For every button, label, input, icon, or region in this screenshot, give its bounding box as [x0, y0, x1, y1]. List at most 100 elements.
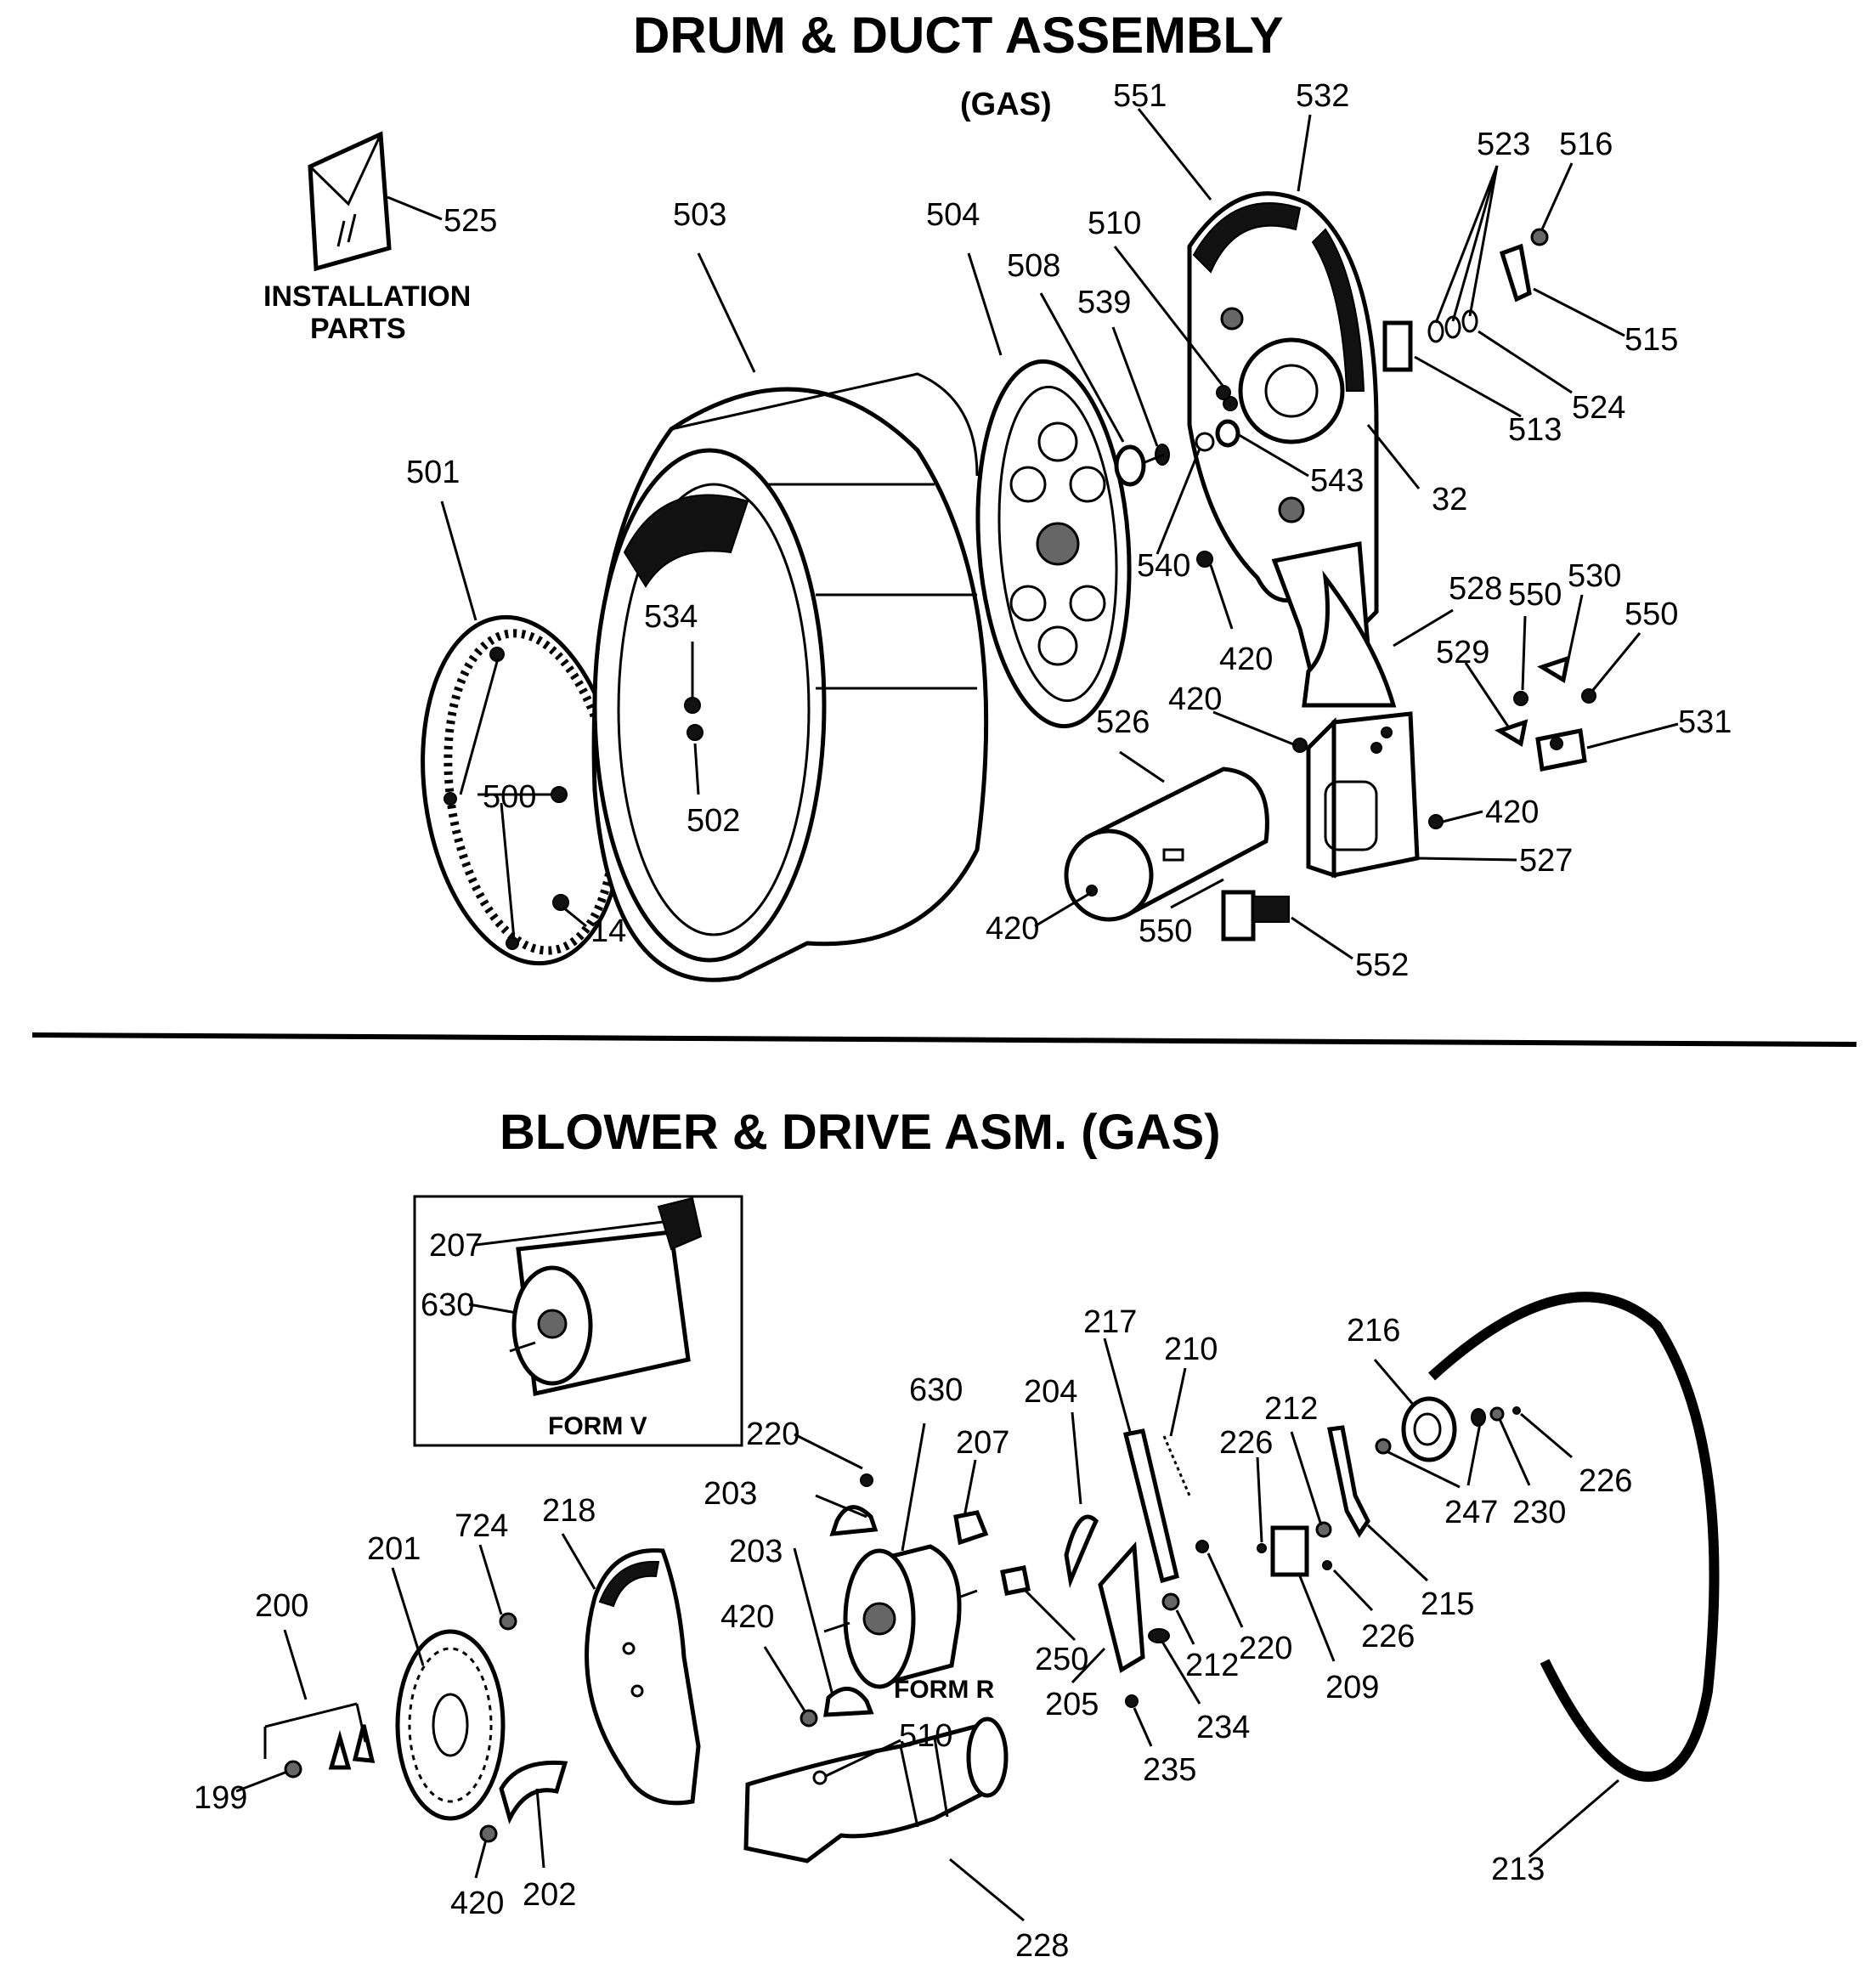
- section-divider: [31, 1032, 1857, 1047]
- screw-420-housing: [1428, 814, 1444, 829]
- label-529: 529: [1436, 635, 1489, 670]
- burner-housing: [1306, 711, 1420, 879]
- screw-235: [1125, 1694, 1139, 1708]
- label-212-b: 212: [1185, 1648, 1239, 1683]
- motor-strap-203a: [829, 1505, 879, 1536]
- installation-parts-envelope: [308, 131, 392, 272]
- label-500: 500: [483, 779, 536, 815]
- bolt-247: [1375, 1438, 1392, 1455]
- bracket-200-right: [355, 1703, 367, 1743]
- drum-assembly-title: DRUM & DUCT ASSEMBLY: [633, 7, 1284, 64]
- label-420-f: 420: [450, 1886, 504, 1921]
- rear-panel: [1187, 191, 1379, 699]
- drum-shaft-hardware: [1195, 385, 1240, 568]
- drum-assembly-subtitle: (GAS): [960, 87, 1052, 122]
- idler-bracket-parts: [1382, 228, 1549, 372]
- label-202: 202: [523, 1877, 576, 1913]
- washer-212b: [1315, 1521, 1332, 1538]
- label-420-c: 420: [1485, 795, 1539, 830]
- label-630-a: 630: [421, 1287, 474, 1323]
- screw-220b: [1195, 1540, 1209, 1553]
- label-203-b: 203: [729, 1534, 783, 1569]
- drum-bearing: [1114, 444, 1170, 487]
- label-508: 508: [1007, 248, 1060, 284]
- label-14: 14: [590, 913, 626, 949]
- nut-247: [1471, 1408, 1486, 1427]
- label-502: 502: [687, 803, 740, 839]
- bracket-200-top: [264, 1702, 358, 1728]
- label-524: 524: [1572, 390, 1625, 426]
- label-550-c: 550: [1139, 913, 1192, 949]
- drive-belt-213: [1427, 1292, 1720, 1782]
- label-210: 210: [1164, 1332, 1218, 1367]
- label-534: 534: [644, 599, 698, 635]
- drum-rear-bulkhead: [975, 359, 1132, 729]
- blower-wheel: [395, 1629, 506, 1821]
- label-247: 247: [1444, 1495, 1498, 1530]
- label-516: 516: [1559, 127, 1613, 162]
- clip-226b: [1322, 1560, 1332, 1570]
- label-528: 528: [1449, 571, 1502, 607]
- blower-housing: [585, 1548, 701, 1806]
- form-v-motor: [509, 1196, 703, 1397]
- thermostat-parts: [1495, 655, 1596, 772]
- form-v-inset: [413, 1195, 743, 1447]
- label-216: 216: [1347, 1313, 1400, 1349]
- label-230: 230: [1512, 1495, 1566, 1530]
- label-523: 523: [1477, 127, 1530, 162]
- leader-lines: [235, 108, 1679, 1922]
- label-515: 515: [1625, 322, 1678, 358]
- label-212-a: 212: [1264, 1391, 1318, 1427]
- form-v-caption: FORM V: [548, 1412, 647, 1440]
- label-420-e: 420: [720, 1599, 774, 1635]
- label-510-blower: 510: [899, 1718, 952, 1754]
- label-205: 205: [1045, 1687, 1099, 1722]
- blower-drive-title: BLOWER & DRIVE ASM. (GAS): [500, 1105, 1221, 1160]
- burner-cylinder: [1064, 766, 1269, 922]
- label-203-a: 203: [704, 1476, 757, 1512]
- motor-switch-207: [953, 1510, 989, 1546]
- blower-clip-200a: [328, 1729, 352, 1770]
- drive-motor: [823, 1544, 978, 1689]
- label-235: 235: [1143, 1752, 1196, 1788]
- label-527: 527: [1519, 843, 1573, 879]
- label-32: 32: [1432, 482, 1467, 517]
- screw-420-motor: [800, 1709, 818, 1728]
- bracket-205: [1098, 1541, 1145, 1673]
- igniter-connector: [1221, 890, 1290, 942]
- idler-arm-217: [1122, 1428, 1179, 1584]
- label-539: 539: [1077, 285, 1131, 320]
- label-532: 532: [1296, 78, 1349, 114]
- label-420-a: 420: [1219, 642, 1273, 677]
- screw-220: [860, 1473, 873, 1487]
- part-234: [1148, 1628, 1170, 1643]
- label-234: 234: [1196, 1710, 1250, 1745]
- screw-724: [499, 1612, 517, 1631]
- label-226-b: 226: [1361, 1619, 1415, 1654]
- label-543: 543: [1310, 463, 1364, 499]
- exhaust-duct-228: [743, 1716, 1009, 1863]
- screw-420-blower: [479, 1824, 498, 1843]
- label-226-c: 226: [1579, 1463, 1632, 1499]
- idler-pulley-216: [1401, 1396, 1457, 1462]
- washer-230: [1489, 1406, 1505, 1422]
- label-199: 199: [194, 1780, 247, 1816]
- label-513: 513: [1508, 412, 1562, 448]
- label-552: 552: [1355, 947, 1409, 983]
- label-510-drum: 510: [1088, 206, 1141, 241]
- clip-226a: [1257, 1543, 1267, 1553]
- screw-199: [284, 1760, 302, 1779]
- idler-bracket-215: [1327, 1425, 1370, 1538]
- label-501: 501: [406, 455, 460, 490]
- blower-clip-200b: [352, 1724, 376, 1763]
- label-526: 526: [1096, 704, 1150, 740]
- duct-bracket: [1302, 569, 1397, 708]
- form-r-caption: FORM R: [894, 1676, 995, 1704]
- label-724: 724: [455, 1508, 508, 1544]
- label-420-d: 420: [986, 911, 1039, 947]
- installation-parts-caption-1: INSTALLATION: [263, 280, 471, 313]
- drum: [591, 372, 989, 982]
- label-215: 215: [1421, 1586, 1474, 1622]
- clip-510: [812, 1770, 828, 1785]
- label-228: 228: [1015, 1928, 1069, 1964]
